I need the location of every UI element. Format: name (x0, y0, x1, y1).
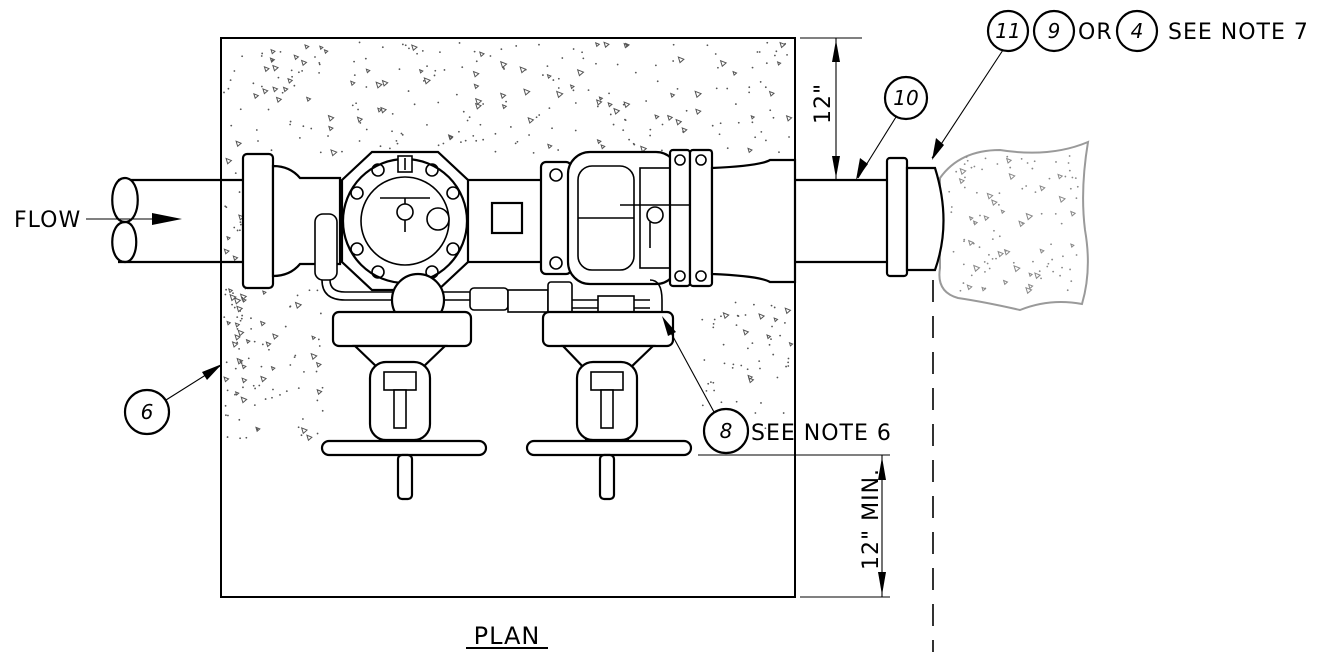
outlet-flange (885, 156, 945, 278)
left-shutoff-valve (320, 310, 488, 501)
existing-ground-patch (938, 140, 1090, 312)
second-check-valve (539, 148, 739, 288)
callout-11: 11 (995, 19, 1020, 43)
test-cock-piping (314, 213, 663, 328)
or-label: OR (1078, 20, 1113, 45)
callout-6: 6 (141, 400, 154, 424)
callout-group-top (931, 9, 1159, 160)
dimension-bottom (698, 454, 890, 598)
callout-8-group (662, 316, 750, 455)
first-check-valve (340, 150, 470, 292)
inlet-pipe (111, 176, 244, 264)
callout-4: 4 (1131, 19, 1144, 43)
flow-label: FLOW (14, 208, 81, 233)
callout-9: 9 (1048, 19, 1061, 43)
dimension-bottom-label: 12" MIN. (859, 468, 884, 570)
flow-arrow (86, 213, 182, 225)
callout-10: 10 (893, 86, 918, 110)
see-note-6: SEE NOTE 6 (751, 421, 892, 446)
plan-title: PLAN (474, 622, 541, 650)
callout-6-group (123, 364, 222, 436)
see-note-7: SEE NOTE 7 (1168, 20, 1309, 45)
callout-10-group (856, 75, 929, 180)
concrete-pad (220, 37, 796, 598)
dimension-top-label: 12" (811, 83, 836, 124)
body-pipe (453, 178, 552, 264)
dimension-top (800, 37, 862, 180)
outlet-spool (710, 158, 893, 284)
callout-8: 8 (720, 419, 733, 443)
